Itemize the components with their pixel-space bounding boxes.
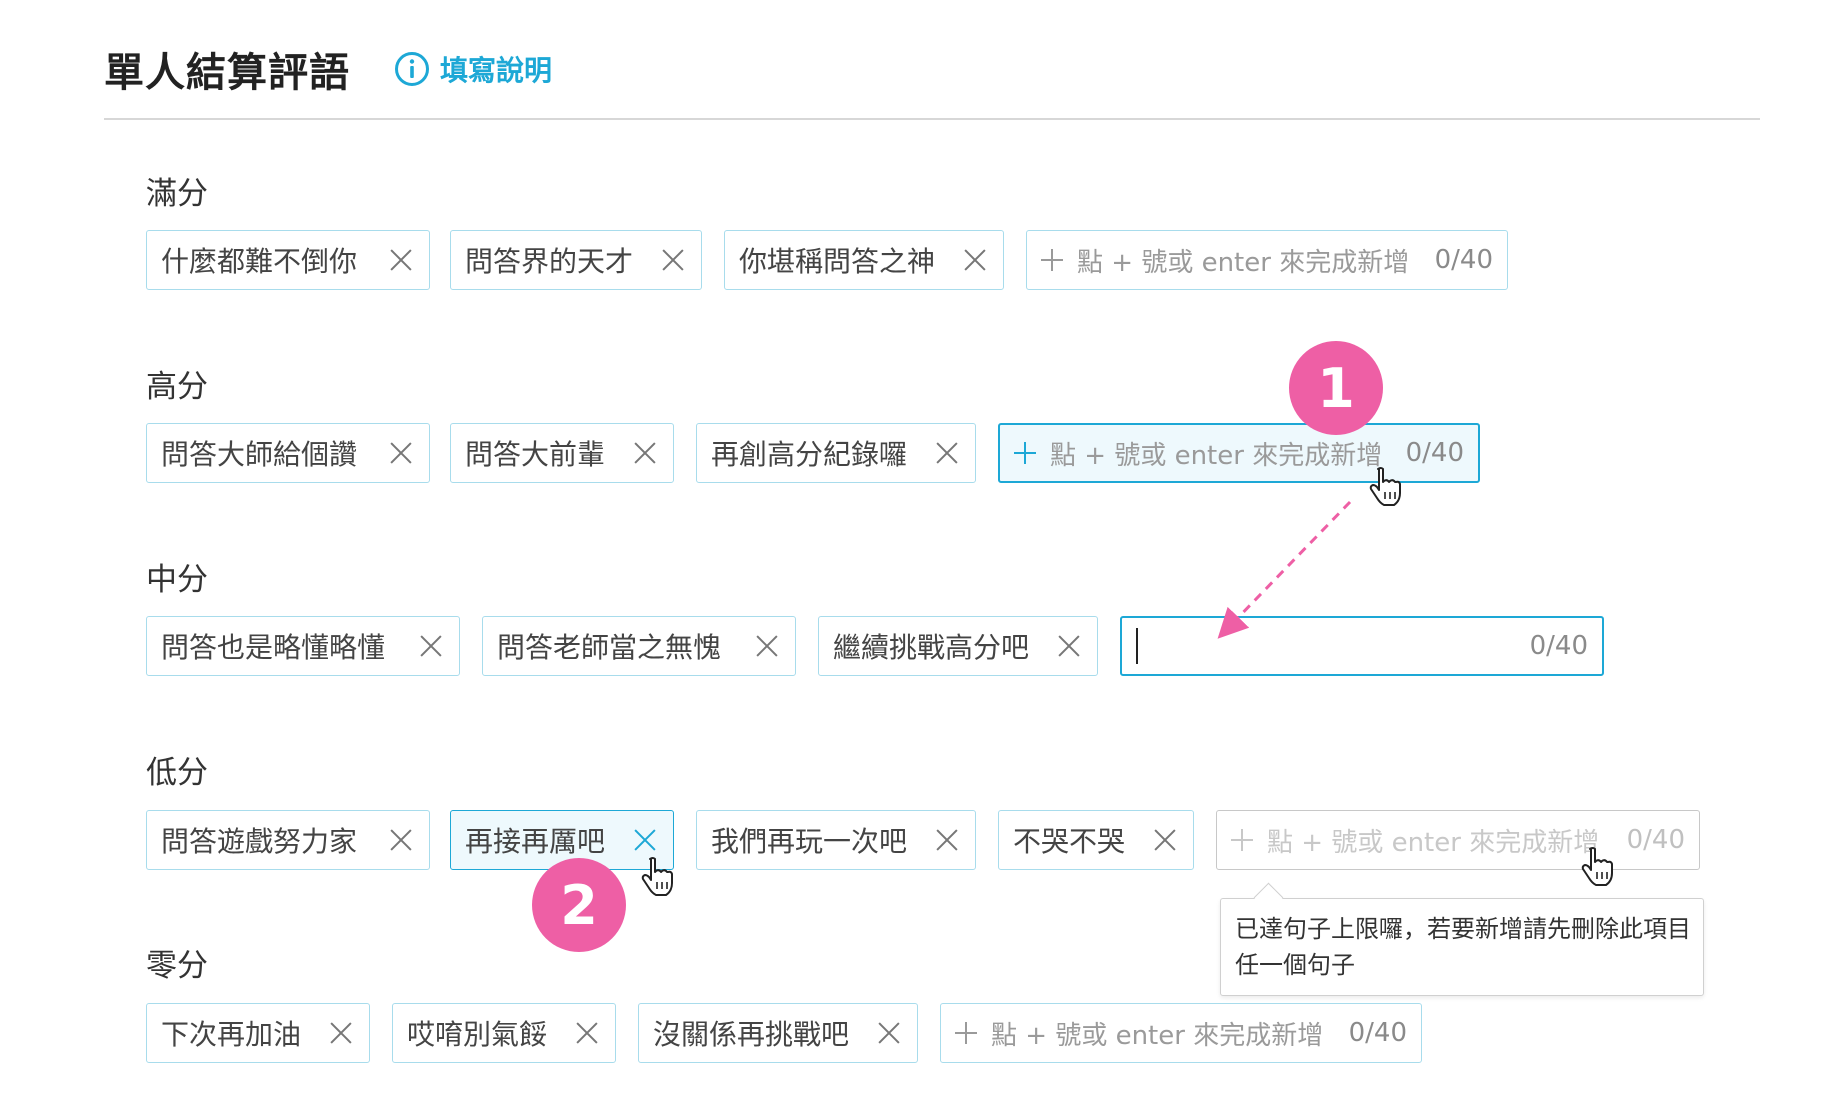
tag-text: 問答老師當之無愧 (497, 631, 722, 664)
comment-tag: 下次再加油 (146, 1003, 370, 1063)
step-badge-1: 1 (1289, 341, 1383, 435)
tag-text: 你堪稱問答之神 (739, 245, 936, 278)
comment-tag: 問答界的天才 (450, 230, 702, 290)
add-comment-input-hover[interactable]: 點 + 號或 enter 來完成新增 0/40 (998, 423, 1480, 483)
add-placeholder: 點 + 號或 enter 來完成新增 (1050, 440, 1383, 471)
tooltip-line-1: 已達句子上限囉，若要新增請先刪除此項目 (1235, 915, 1691, 943)
comment-tag: 問答老師當之無愧 (482, 616, 796, 676)
tag-text: 再接再厲吧 (465, 825, 606, 858)
add-comment-input-disabled[interactable]: 點 + 號或 enter 來完成新增 0/40 (1216, 810, 1700, 870)
tag-text: 再創高分紀錄囉 (711, 438, 908, 471)
add-placeholder: 點 + 號或 enter 來完成新增 (1267, 827, 1600, 858)
tag-text: 問答界的天才 (465, 245, 634, 278)
plus-icon[interactable] (1014, 442, 1036, 464)
tag-text: 繼續挑戰高分吧 (833, 631, 1030, 664)
hand-cursor-icon (1581, 847, 1613, 886)
tag-text: 我們再玩一次吧 (711, 825, 908, 858)
comment-tag: 你堪稱問答之神 (724, 230, 1004, 290)
comment-tag: 問答遊戲努力家 (146, 810, 430, 870)
plus-icon[interactable] (955, 1022, 977, 1044)
section-label-low: 低分 (146, 755, 208, 791)
comment-tag: 問答大師給個讚 (146, 423, 430, 483)
tag-text: 沒關係再挑戰吧 (653, 1018, 850, 1051)
char-counter: 0/40 (1529, 631, 1588, 661)
hand-cursor-icon (641, 857, 673, 896)
text-caret (1136, 628, 1138, 664)
plus-icon[interactable] (1231, 829, 1253, 851)
comment-tag: 哎唷別氣餒 (392, 1003, 616, 1063)
tag-text: 問答也是略懂略懂 (161, 631, 386, 664)
char-counter: 0/40 (1348, 1018, 1407, 1048)
add-comment-input[interactable]: 點 + 號或 enter 來完成新增 0/40 (940, 1003, 1422, 1063)
step-badge-2: 2 (532, 858, 626, 952)
tooltip-line-2: 任一個句子 (1235, 951, 1355, 979)
tag-text: 不哭不哭 (1013, 825, 1126, 858)
comment-tag: 什麼都難不倒你 (146, 230, 430, 290)
tag-text: 問答大前輩 (465, 438, 606, 471)
tag-text: 下次再加油 (161, 1018, 302, 1051)
tag-text: 問答遊戲努力家 (161, 825, 358, 858)
char-counter: 0/40 (1626, 825, 1685, 855)
add-placeholder: 點 + 號或 enter 來完成新增 (1077, 247, 1410, 278)
help-link[interactable]: 填寫說明 (394, 49, 552, 89)
page-title: 單人結算評語 (104, 50, 350, 96)
comment-tag: 再創高分紀錄囉 (696, 423, 976, 483)
section-label-mid: 中分 (146, 562, 208, 598)
tag-text: 哎唷別氣餒 (407, 1018, 548, 1051)
help-link-label: 填寫說明 (440, 54, 553, 87)
add-placeholder: 點 + 號或 enter 來完成新增 (991, 1020, 1324, 1051)
char-counter: 0/40 (1405, 438, 1464, 468)
comment-tag: 問答也是略懂略懂 (146, 616, 460, 676)
tag-text: 什麼都難不倒你 (161, 245, 358, 278)
plus-icon[interactable] (1041, 249, 1063, 271)
comment-tag: 繼續挑戰高分吧 (818, 616, 1098, 676)
section-label-high: 高分 (146, 369, 208, 405)
comment-tag-hover: 再接再厲吧 (450, 810, 674, 870)
comment-tag: 不哭不哭 (998, 810, 1194, 870)
comment-tag: 問答大前輩 (450, 423, 674, 483)
hand-cursor-icon (1369, 467, 1401, 506)
tag-text: 問答大師給個讚 (161, 438, 358, 471)
header-divider (104, 118, 1760, 120)
comment-tag: 我們再玩一次吧 (696, 810, 976, 870)
add-comment-input[interactable]: 點 + 號或 enter 來完成新增 0/40 (1026, 230, 1508, 290)
comment-tag: 沒關係再挑戰吧 (638, 1003, 918, 1063)
header: 單人結算評語 填寫說明 (104, 40, 552, 98)
info-icon (395, 52, 429, 86)
add-comment-input-active[interactable]: 0/40 (1120, 616, 1604, 676)
section-label-full: 滿分 (146, 176, 208, 212)
section-label-zero: 零分 (146, 948, 208, 984)
limit-tooltip: 已達句子上限囉，若要新增請先刪除此項目 任一個句子 (1220, 898, 1704, 996)
char-counter: 0/40 (1434, 245, 1493, 275)
